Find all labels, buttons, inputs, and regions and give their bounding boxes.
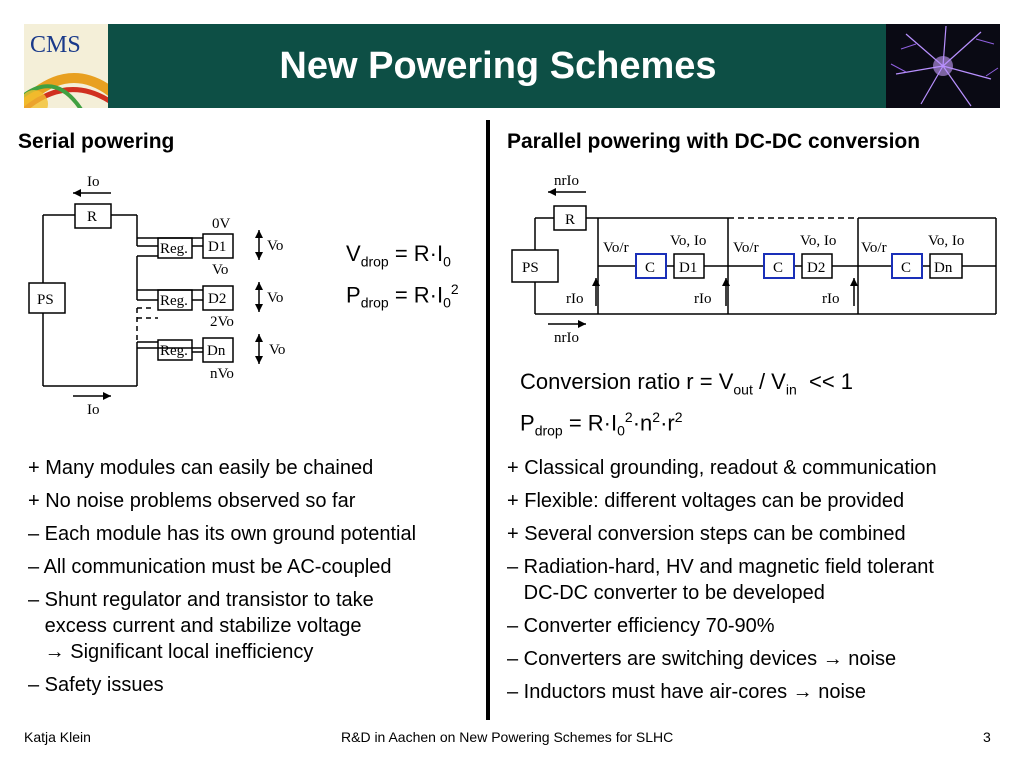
- list-item: + No noise problems observed so far: [28, 490, 356, 512]
- title-banner: [24, 24, 1000, 108]
- rio-label-1: rIo: [566, 291, 584, 307]
- footer-talk-title: R&D in Aachen on New Powering Schemes fo…: [341, 729, 674, 745]
- reg-label-2: Reg.: [160, 293, 188, 309]
- vo-label-2: Vo: [267, 290, 283, 306]
- nrio-top-label: nrIo: [554, 173, 579, 189]
- pdrop-formula: Pdrop = R·I02·n2·r2: [520, 409, 683, 440]
- nrio-bottom-label: nrIo: [554, 330, 579, 346]
- vo-io-label-2: Vo, Io: [800, 233, 836, 249]
- ps-label: PS: [522, 260, 539, 276]
- rio-label-3: rIo: [822, 291, 840, 307]
- list-item: + Several conversion steps can be combin…: [507, 523, 906, 545]
- vo-label-3: Vo: [269, 342, 285, 358]
- serial-powering-heading: Serial powering: [18, 130, 175, 153]
- list-item: – Converter efficiency 70-90%: [507, 615, 775, 637]
- c-label-2: C: [773, 260, 783, 276]
- io-bottom-label: Io: [87, 402, 100, 418]
- conversion-ratio-formula: Conversion ratio r = Vout / Vin << 1: [520, 369, 854, 398]
- column-divider: [486, 120, 490, 720]
- vo-r-label-2: Vo/r: [733, 240, 759, 256]
- list-item: – Inductors must have air-cores → noise: [507, 681, 867, 703]
- level-vo: Vo: [212, 262, 228, 278]
- list-item: – Radiation-hard, HV and magnetic field …: [507, 556, 934, 604]
- r-label: R: [565, 212, 575, 228]
- svg-text:CMS: CMS: [30, 32, 81, 58]
- cms-logo: CMS: [24, 24, 108, 108]
- reg-label-3: Reg.: [160, 343, 188, 359]
- list-item: + Many modules can easily be chained: [28, 457, 374, 479]
- parallel-powering-diagram: nrIo nrIo PS R C C C D1 D2 Dn Vo/r Vo/r …: [511, 173, 997, 346]
- ps-label: PS: [37, 292, 54, 308]
- list-item: – Converters are switching devices → noi…: [507, 648, 897, 670]
- dn-label: Dn: [934, 260, 953, 276]
- reg-label-1: Reg.: [160, 241, 188, 257]
- level-2vo: 2Vo: [210, 314, 234, 330]
- footer-author: Katja Klein: [24, 729, 91, 745]
- d1-label: D1: [208, 239, 226, 255]
- vdrop-formula: Vdrop = R·I0: [346, 241, 451, 270]
- parallel-formula: Conversion ratio r = Vout / Vin << 1 Pdr…: [520, 368, 853, 445]
- vo-io-label-3: Vo, Io: [928, 233, 964, 249]
- d2-label: D2: [208, 291, 226, 307]
- d2-label: D2: [807, 260, 825, 276]
- plasma-image: [886, 24, 1000, 108]
- level-nvo: nVo: [210, 366, 234, 382]
- cms-logo-graphic: CMS: [24, 24, 108, 108]
- serial-bullet-list: + Many modules can easily be chained + N…: [28, 455, 478, 705]
- parallel-bullet-list: + Classical grounding, readout & communi…: [507, 455, 1012, 712]
- list-item: – Each module has its own ground potenti…: [28, 523, 417, 545]
- c-label-3: C: [901, 260, 911, 276]
- vo-io-label-1: Vo, Io: [670, 233, 706, 249]
- r-label: R: [87, 209, 97, 225]
- rio-label-2: rIo: [694, 291, 712, 307]
- serial-formula: Vdrop = R·I0 Pdrop = R·I02: [346, 240, 459, 317]
- level-0v: 0V: [212, 216, 231, 232]
- page-number: 3: [983, 729, 991, 745]
- plasma-graphic: [886, 24, 1000, 108]
- dn-label: Dn: [207, 343, 226, 359]
- vo-r-label-1: Vo/r: [603, 240, 629, 256]
- list-item: – Shunt regulator and transistor to take…: [28, 589, 374, 663]
- c-label-1: C: [645, 260, 655, 276]
- list-item: – All communication must be AC-coupled: [28, 556, 392, 578]
- d1-label: D1: [679, 260, 697, 276]
- io-top-label: Io: [87, 174, 100, 190]
- slide-title: New Powering Schemes: [279, 45, 717, 87]
- vo-r-label-3: Vo/r: [861, 240, 887, 256]
- serial-powering-diagram: Io Io PS R Reg. Reg. Reg. D1 D2 Dn 0V Vo…: [28, 174, 285, 418]
- list-item: – Safety issues: [28, 674, 164, 696]
- list-item: + Classical grounding, readout & communi…: [507, 457, 937, 479]
- pdrop-formula: Pdrop = R·I02: [346, 281, 459, 312]
- vo-label-1: Vo: [267, 238, 283, 254]
- list-item: + Flexible: different voltages can be pr…: [507, 490, 905, 512]
- parallel-powering-heading: Parallel powering with DC-DC conversion: [507, 130, 921, 153]
